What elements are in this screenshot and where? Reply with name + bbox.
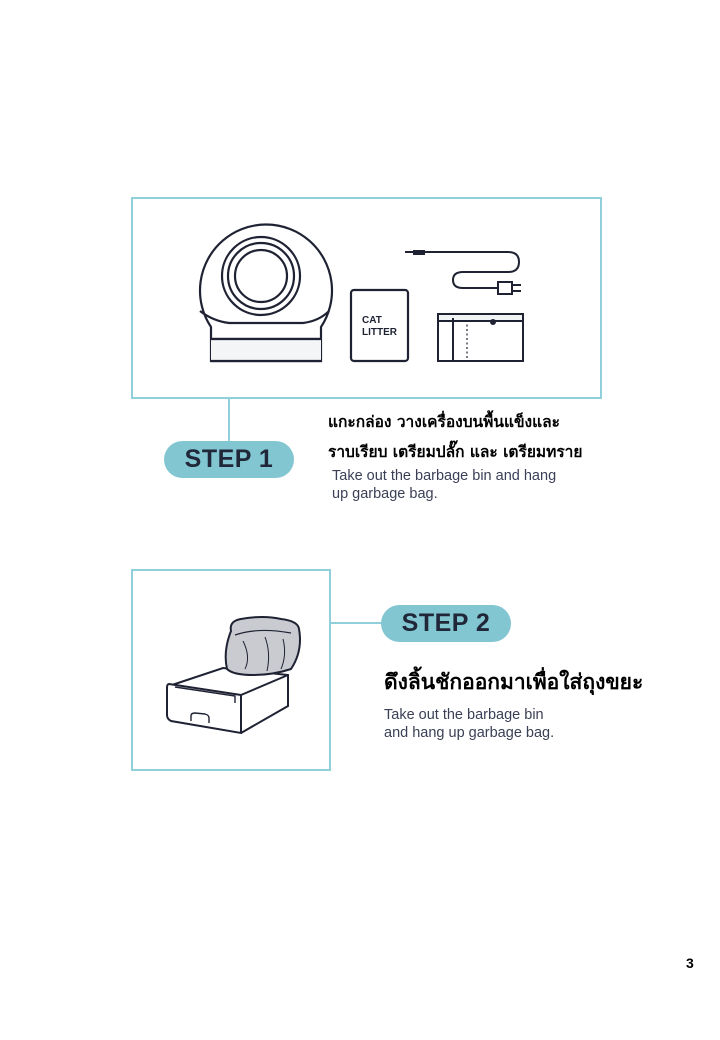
step1-english-line2: up garbage bag. <box>332 486 438 502</box>
step2-thai-instruction: ดึงลิ้นชักออกมาเพื่อใส่ถุงขยะ <box>384 670 644 694</box>
step1-english-instruction: Take out the barbage bin and hang up gar… <box>332 467 602 503</box>
step1-english-line1: Take out the barbage bin and hang <box>332 468 557 484</box>
power-cable-icon <box>405 250 521 295</box>
step2-english-line2: and hang up garbage bag. <box>384 725 555 741</box>
drawer-with-bag-icon <box>166 616 301 735</box>
step2-connector-line <box>331 622 381 624</box>
step1-thai-instruction-line2: ราบเรียบ เตรียมปลั๊ก และ เตรียมทราย <box>328 443 583 461</box>
cat-litter-label-line1: CAT <box>362 315 382 326</box>
cat-litter-bag-icon: CAT LITTER <box>349 288 410 363</box>
step1-label-pill: STEP 1 <box>164 441 294 478</box>
litter-box-machine-icon <box>198 223 334 363</box>
step2-illustration <box>166 616 301 735</box>
step2-english-line1: Take out the barbage bin <box>384 707 544 723</box>
page-number: 3 <box>686 955 694 971</box>
step2-label-pill: STEP 2 <box>381 605 511 642</box>
step1-illustration: CAT LITTER <box>198 223 524 363</box>
step1-connector-line <box>228 399 230 441</box>
cat-litter-label-line2: LITTER <box>362 327 398 338</box>
step2-english-instruction: Take out the barbage bin and hang up gar… <box>384 706 594 742</box>
step1-thai-instruction-line1: แกะกล่อง วางเครื่องบนพื้นแข็งและ <box>328 413 560 431</box>
litter-box-bag-icon <box>437 313 524 362</box>
